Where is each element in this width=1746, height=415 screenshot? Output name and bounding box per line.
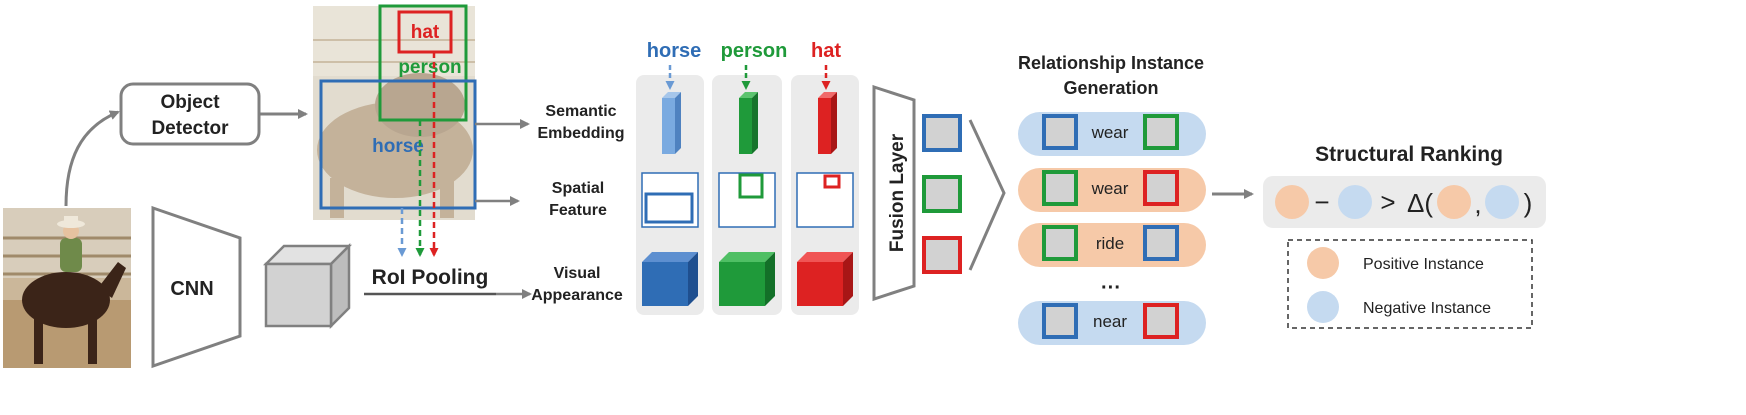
hat-detection-label: hat <box>411 22 440 43</box>
spatial-label-1: Spatial <box>552 180 604 197</box>
legend-negative-label: Negative Instance <box>1363 300 1491 317</box>
horse-column-label: horse <box>647 40 701 62</box>
horse-visual-cube <box>642 252 698 306</box>
semantic-label-1: Semantic <box>545 103 616 120</box>
horse-spatial-feature <box>641 172 699 228</box>
relationship-title-2: Generation <box>1063 78 1158 98</box>
hat-bbox <box>397 10 453 54</box>
hat-spatial-box <box>823 174 841 189</box>
legend-negative-dot <box>1307 291 1339 323</box>
image-to-detector-arrow <box>64 110 120 207</box>
horse-semantic-embedding <box>662 92 681 154</box>
legend-positive-label: Positive Instance <box>1363 256 1484 273</box>
semantic-label-2: Embedding <box>537 125 624 142</box>
formula-positive-dot-2 <box>1437 185 1471 219</box>
fused-hat-box <box>922 236 962 274</box>
pill-4-predicate: near <box>1093 312 1127 331</box>
hat-column-label: hat <box>811 40 841 62</box>
formula-comma: , <box>1474 189 1481 219</box>
formula-close: ) <box>1524 188 1533 218</box>
person-spatial-box <box>738 173 764 199</box>
relationship-title-1: Relationship Instance <box>1018 53 1204 73</box>
relationship-ellipsis: ··· <box>1101 277 1121 299</box>
formula-delta: Δ( <box>1407 188 1433 218</box>
hat-semantic-embedding <box>818 92 837 154</box>
hat-visual-cube <box>797 252 853 306</box>
person-detection-label: person <box>398 57 461 78</box>
person-semantic-embedding <box>739 92 758 154</box>
cnn-block <box>151 205 242 369</box>
formula-greater: > <box>1380 187 1395 217</box>
formula-negative-dot-1 <box>1338 185 1372 219</box>
relationship-pill-1 <box>1018 112 1206 156</box>
formula-minus: − <box>1314 187 1329 217</box>
formula-negative-dot-2 <box>1485 185 1519 219</box>
person-spatial-feature <box>718 172 776 228</box>
person-bbox <box>378 4 468 122</box>
feature-map-cube <box>262 242 353 330</box>
ranking-title: Structural Ranking <box>1315 143 1503 166</box>
formula-positive-dot-1 <box>1275 185 1309 219</box>
visual-label-2: Appearance <box>531 287 623 304</box>
fusion-layer-label: Fusion Layer <box>887 133 908 252</box>
horse-detection-label: horse <box>372 136 424 157</box>
cnn-label: CNN <box>170 278 213 300</box>
spatial-label-2: Feature <box>549 202 607 219</box>
input-image <box>3 208 131 368</box>
relationship-pill-2 <box>1018 168 1206 212</box>
fusion-layer-block <box>872 84 916 302</box>
pill-3-predicate: ride <box>1096 234 1124 253</box>
fused-person-box <box>922 175 962 213</box>
relationship-pill-4 <box>1018 301 1206 345</box>
visual-label-1: Visual <box>554 265 601 282</box>
relationship-pill-3 <box>1018 223 1206 267</box>
horse-bbox <box>319 79 477 210</box>
ranking-formula-panel <box>1263 176 1546 228</box>
person-visual-cube <box>719 252 775 306</box>
pill-2-predicate: wear <box>1091 179 1129 198</box>
person-column-label: person <box>721 40 788 62</box>
legend-positive-dot <box>1307 247 1339 279</box>
generation-chevron <box>968 119 1006 271</box>
pill-1-predicate: wear <box>1091 123 1129 142</box>
fused-horse-box <box>922 114 962 152</box>
horse-spatial-box <box>644 192 694 224</box>
roi-pooling-label: RoI Pooling <box>372 266 489 289</box>
